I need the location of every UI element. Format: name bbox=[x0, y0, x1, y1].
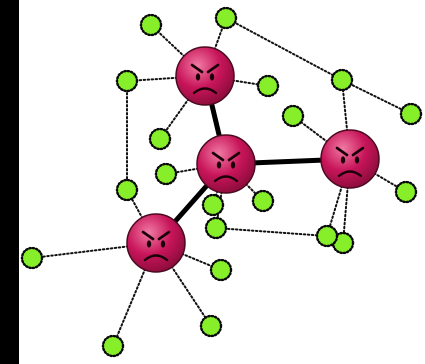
dotted-edge bbox=[204, 75, 269, 87]
hub-node bbox=[196, 134, 256, 194]
dotted-edge bbox=[215, 227, 328, 237]
eyebrows bbox=[141, 230, 171, 241]
hub-node bbox=[320, 129, 380, 189]
frown-mouth bbox=[213, 175, 239, 183]
leaf-node bbox=[199, 314, 223, 338]
eyebrows bbox=[211, 151, 241, 162]
leaf-node bbox=[256, 74, 280, 98]
leaf-nodes bbox=[20, 6, 423, 358]
leaf-node bbox=[214, 6, 238, 30]
frown-mouth bbox=[143, 254, 169, 262]
leaf-node bbox=[204, 216, 228, 240]
hub-nodes bbox=[126, 46, 380, 273]
right-eye bbox=[160, 240, 166, 248]
angry-face-icon bbox=[196, 134, 256, 194]
hub-node bbox=[126, 213, 186, 273]
leaf-node bbox=[399, 102, 423, 126]
leaf-node bbox=[251, 189, 275, 213]
leaf-node bbox=[281, 104, 305, 128]
eyebrows bbox=[190, 63, 220, 74]
leaf-node bbox=[115, 69, 139, 93]
angry-face-icon bbox=[126, 213, 186, 273]
leaf-node bbox=[330, 68, 354, 92]
left-eye bbox=[146, 240, 152, 248]
leaf-node bbox=[101, 334, 125, 358]
eyebrows bbox=[335, 146, 365, 157]
right-eye bbox=[209, 73, 215, 81]
left-eye bbox=[340, 156, 346, 164]
leaf-node bbox=[209, 258, 233, 282]
frown-mouth bbox=[192, 87, 218, 95]
angry-face-icon bbox=[320, 129, 380, 189]
right-eye bbox=[354, 156, 360, 164]
leaf-node bbox=[148, 127, 172, 151]
hub-node bbox=[175, 46, 235, 106]
leaf-node bbox=[394, 180, 418, 204]
leaf-node bbox=[115, 178, 139, 202]
leaf-node bbox=[315, 224, 339, 248]
angry-face-icon bbox=[175, 46, 235, 106]
dotted-edge bbox=[349, 158, 407, 193]
left-eye bbox=[195, 73, 201, 81]
left-eye bbox=[216, 161, 222, 169]
right-eye bbox=[230, 161, 236, 169]
dotted-edge bbox=[225, 17, 343, 81]
dotted-edge bbox=[112, 242, 157, 347]
frown-mouth bbox=[337, 170, 363, 178]
leaf-node bbox=[20, 246, 44, 270]
leaf-node bbox=[201, 193, 225, 217]
leaf-node bbox=[154, 162, 178, 186]
leaf-node bbox=[139, 13, 163, 37]
dotted-edge bbox=[341, 79, 412, 115]
